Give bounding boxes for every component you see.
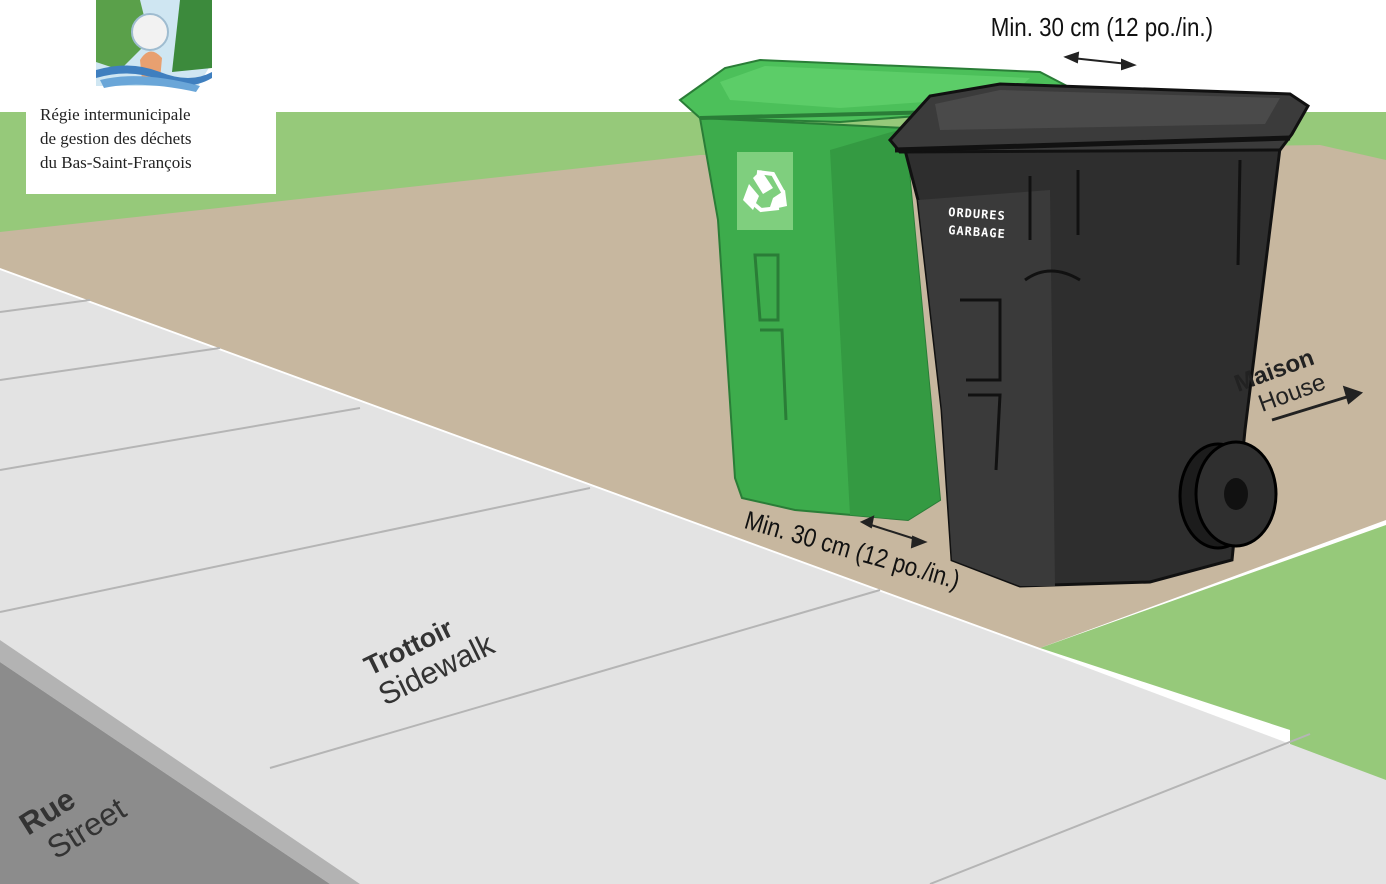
gap-arrow-top	[1063, 51, 1137, 71]
garbage-bin-handle	[894, 135, 1291, 153]
organization-name-line2: de gestion des déchets	[40, 129, 192, 148]
garbage-label-line2: GARBAGE	[948, 223, 1006, 241]
organization-logo-emblem	[96, 0, 212, 92]
organization-name-line1: Régie intermunicipale	[40, 105, 191, 124]
garbage-bin-lid-top	[935, 90, 1280, 130]
recycling-bin-body-shade	[830, 128, 940, 520]
sidewalk-joints	[0, 299, 1311, 884]
gap-arrow-bottom	[859, 515, 928, 549]
recycle-icon	[743, 170, 787, 213]
street	[0, 662, 330, 884]
garbage-bin: ORDURES GARBAGE	[888, 82, 1310, 588]
recycling-bin-handle-slot	[753, 253, 788, 421]
gap-label-top: Min. 30 cm (12 po./in.)	[991, 13, 1213, 42]
organization-name-line3: du Bas-Saint-François	[40, 153, 192, 172]
garbage-bin-ribs	[960, 159, 1242, 471]
curb	[0, 640, 360, 884]
house-arrow	[1271, 385, 1364, 422]
organization-logo-box: Régie intermunicipale de gestion des déc…	[26, 0, 276, 194]
garbage-bin-wheel	[1178, 440, 1278, 550]
sidewalk	[0, 270, 1386, 884]
garbage-bin-body-front	[918, 190, 1055, 586]
garbage-label-line1: ORDURES	[948, 205, 1006, 223]
